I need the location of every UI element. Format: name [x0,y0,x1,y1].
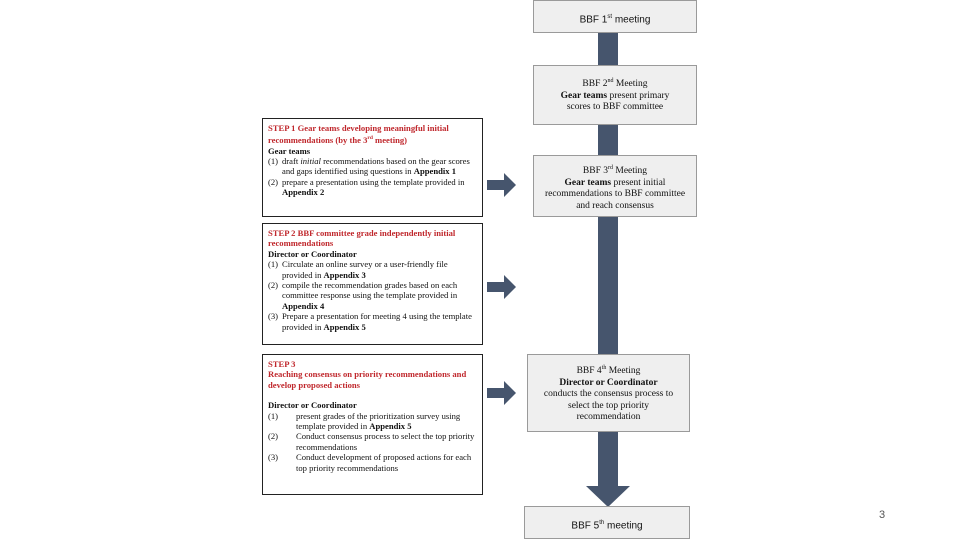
meeting-4-title: BBF 4th Meeting [538,363,679,378]
step-1-item-number: (1) [268,156,279,167]
step-2-item-appendix: Appendix 5 [323,321,366,332]
meeting-2-text: Gear teams present primary scores to BBF… [552,91,678,114]
meeting-4-title-sup: th [601,365,607,371]
step-1-heading-post: meeting) [372,135,408,146]
meeting-5-title-sup: th [599,520,605,526]
step-1-item-appendix: Appendix 1 [413,166,457,177]
meeting-1-box: BBF 1st meeting [533,0,697,33]
step-2-item-pre: compile the recommendation grades based … [282,280,458,301]
step-3-item-appendix: Appendix 5 [369,421,412,432]
step-3-actor: Director or Coordinator [268,400,357,411]
meeting-3-description: present initial recommendations to BBF c… [544,177,686,211]
step-2-item-text: Circulate an online survey or a user-fri… [282,259,477,280]
page-number: 3 [879,509,886,521]
meeting-5-box: BBF 5th meeting [524,506,690,539]
step-2-item-number: (2) [268,280,279,291]
step-3-item-number: (2) [268,431,279,442]
meeting-5-title-pre: BBF 5 [571,520,600,532]
meeting-4-box: BBF 4th Meeting Director or Coordinator … [527,354,690,432]
step-1-heading-pre: STEP 1 Gear teams developing meaningful … [268,123,449,146]
step-2-item: (2) compile the recommendation grades ba… [268,280,477,311]
meeting-2-description: present primary scores to BBF committee [566,90,670,113]
step-2-item-number: (3) [268,311,279,322]
meeting-3-title-sup: rd [608,165,614,171]
meeting-1-title-post: meeting [612,14,651,26]
step-1-item-mid: recommendations based on the gear scores… [282,156,470,177]
meeting-3-title-post: Meeting [613,166,648,177]
step-1-heading: STEP 1 Gear teams developing meaningful … [268,123,477,146]
step-3-arrow [487,381,516,405]
step-2-item-pre: Circulate an online survey or a user-fri… [282,259,448,280]
step-3-item-text: Conduct consensus process to select the … [296,431,475,452]
step-2-item-appendix: Appendix 3 [323,269,366,280]
step-2-item-pre: Prepare a presentation for meeting 4 usi… [282,311,472,332]
step-1-item-italic: initial [300,156,321,167]
meeting-2-title: BBF 2nd Meeting [552,76,678,91]
step-3-item: (2) Conduct consensus process to select … [268,431,477,452]
step-1-arrow [487,173,516,197]
step-1-item-number: (2) [268,176,279,187]
meeting-5-title-post: meeting [604,520,643,532]
step-2-actor: Director or Coordinator [268,248,357,259]
step-3-heading: STEP 3 [268,359,296,369]
meeting-1-title-sup: st [607,14,613,20]
flow-arrowhead [586,486,630,507]
step-1-item-text: prepare a presentation using the templat… [282,177,477,198]
step-2-item-appendix: Appendix 4 [282,300,325,311]
meeting-2-title-post: Meeting [613,79,648,90]
step-1-item-appendix: Appendix 2 [282,187,325,198]
step-2-item-text: compile the recommendation grades based … [282,280,477,311]
step-2-item-number: (1) [268,259,279,270]
step-1-item-text: draft initial recommendations based on t… [282,156,477,177]
meeting-4-title-pre: BBF 4 [576,366,602,377]
step-2-item: (1) Circulate an online survey or a user… [268,259,477,280]
meeting-4-actor: Director or Coordinator [559,377,658,388]
meeting-4-title-post: Meeting [606,366,641,377]
step-2-item-text: Prepare a presentation for meeting 4 usi… [282,311,477,332]
step-1-item-pre: prepare a presentation using the templat… [282,176,465,187]
step-3-item: (3) Conduct development of proposed acti… [268,452,477,473]
meeting-3-title: BBF 3rd Meeting [542,163,688,178]
step-2-heading: STEP 2 BBF committee grade independently… [268,228,456,249]
step-3-item-pre: present grades of the prioritization sur… [296,410,461,432]
step-2-item: (3) Prepare a presentation for meeting 4… [268,311,477,332]
meeting-3-box: BBF 3rd Meeting Gear teams present initi… [533,155,697,217]
step-3-item-number: (1) [268,410,279,421]
step-3-item: (1) present grades of the prioritization… [268,411,477,432]
step-1-actor: Gear teams [268,145,311,156]
step-1-item: (2) prepare a presentation using the tem… [268,177,477,198]
step-2-arrow [487,275,516,299]
meeting-3-text: Gear teams present initial recommendatio… [542,178,688,213]
step-2-box: STEP 2 BBF committee grade independently… [262,223,483,345]
step-3-item-number: (3) [268,452,279,463]
step-3-subheading: Reaching consensus on priority recommend… [268,369,467,390]
step-3-item-text: Conduct development of proposed actions … [296,452,472,473]
meeting-1-title-pre: BBF 1 [579,14,608,26]
meeting-3-actor: Gear teams [564,177,612,188]
meeting-2-actor: Gear teams [560,90,608,101]
step-1-heading-sup: rd [367,135,373,142]
step-3-item-text: present grades of the prioritization sur… [296,411,477,432]
step-1-item: (1) draft initial recommendations based … [268,156,477,177]
step-1-box: STEP 1 Gear teams developing meaningful … [262,118,483,217]
step-1-item-pre: draft [282,156,301,167]
meeting-2-title-pre: BBF 2 [582,79,608,90]
meeting-4-description: conducts the consensus process to select… [543,389,674,423]
meeting-3-title-pre: BBF 3 [582,166,609,177]
meeting-2-box: BBF 2nd Meeting Gear teams present prima… [533,65,697,125]
meeting-2-title-sup: nd [607,78,614,84]
step-3-box: STEP 3 Reaching consensus on priority re… [262,354,483,495]
